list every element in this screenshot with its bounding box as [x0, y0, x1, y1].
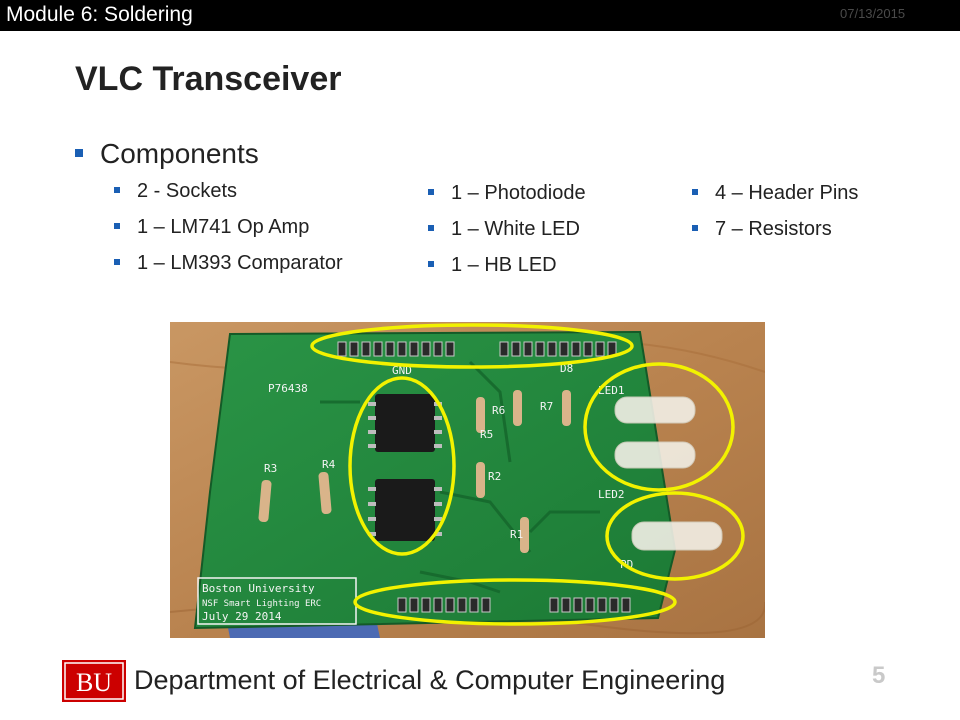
board-id-label: P76438	[268, 382, 308, 395]
component-list-col2: 1 – Photodiode 1 – White LED 1 – HB LED	[428, 182, 586, 290]
list-item: 7 – Resistors	[692, 218, 858, 254]
list-item-text: 1 – HB LED	[451, 254, 557, 276]
component-list-col1: 2 - Sockets 1 – LM741 Op Amp 1 – LM393 C…	[114, 180, 343, 288]
bullet-square-icon	[114, 223, 120, 229]
ic-chip	[375, 479, 435, 541]
bullet-square-icon	[75, 149, 83, 157]
silk-r5: R5	[480, 428, 493, 441]
slide-title: VLC Transceiver	[75, 60, 342, 98]
module-title: Module 6: Soldering	[6, 3, 193, 26]
silk-d8: D8	[560, 362, 573, 375]
list-item-text: 1 – LM393 Comparator	[137, 252, 343, 274]
list-item-text: 1 – White LED	[451, 218, 580, 240]
bullet-square-icon	[428, 189, 434, 195]
list-item: 1 – LM741 Op Amp	[114, 216, 343, 252]
list-item: 1 – Photodiode	[428, 182, 586, 218]
list-item: 1 – LM393 Comparator	[114, 252, 343, 288]
slide-date: 07/13/2015	[840, 6, 906, 21]
bullet-square-icon	[428, 261, 434, 267]
bullet-square-icon	[114, 259, 120, 265]
list-item-text: 1 – LM741 Op Amp	[137, 216, 310, 238]
silk-led2: LED2	[598, 488, 625, 501]
list-item: 1 – White LED	[428, 218, 586, 254]
list-item: 2 - Sockets	[114, 180, 343, 216]
bu-logo: BU	[62, 660, 126, 702]
list-item-text: 4 – Header Pins	[715, 182, 859, 204]
bullet-square-icon	[114, 187, 120, 193]
circuit-board-photo: P76438 R3 R4 R5 R2 R6 R7 R1 LED1 LED2 PD…	[170, 322, 765, 638]
header-bar: Module 6: Soldering 07/13/2015	[0, 0, 960, 31]
silk-r6: R6	[492, 404, 505, 417]
list-item: 4 – Header Pins	[692, 182, 858, 218]
silk-line-1: Boston University	[202, 582, 315, 595]
silk-line-2: NSF Smart Lighting ERC	[202, 599, 321, 609]
bullet-square-icon	[428, 225, 434, 231]
led-icons	[614, 396, 723, 551]
list-item-text: 2 - Sockets	[137, 180, 238, 202]
logo-text: BU	[76, 668, 112, 697]
components-bullet: Components	[75, 138, 259, 170]
ic-chip	[375, 394, 435, 452]
silk-gnd: GND	[392, 364, 412, 377]
bu-logo-icon: BU	[62, 660, 126, 702]
silk-r3: R3	[264, 462, 277, 475]
component-list-col3: 4 – Header Pins 7 – Resistors	[692, 182, 858, 254]
pcb-board	[193, 330, 677, 630]
silk-r2: R2	[488, 470, 501, 483]
department-name: Department of Electrical & Computer Engi…	[134, 665, 726, 695]
components-label: Components	[100, 138, 259, 169]
bullet-square-icon	[692, 189, 698, 195]
bullet-square-icon	[692, 225, 698, 231]
page-number: 5	[872, 662, 886, 689]
list-item: 1 – HB LED	[428, 254, 586, 290]
highlight-ellipses	[310, 323, 745, 626]
silk-led1: LED1	[598, 384, 625, 397]
circuit-board-illustration: P76438 R3 R4 R5 R2 R6 R7 R1 LED1 LED2 PD…	[170, 322, 765, 638]
silk-line-3: July 29 2014	[202, 610, 282, 623]
resistor-icons	[258, 390, 571, 553]
silk-r1: R1	[510, 528, 523, 541]
silk-r7: R7	[540, 400, 553, 413]
list-item-text: 7 – Resistors	[715, 218, 832, 240]
silk-r4: R4	[322, 458, 336, 471]
list-item-text: 1 – Photodiode	[451, 182, 586, 204]
